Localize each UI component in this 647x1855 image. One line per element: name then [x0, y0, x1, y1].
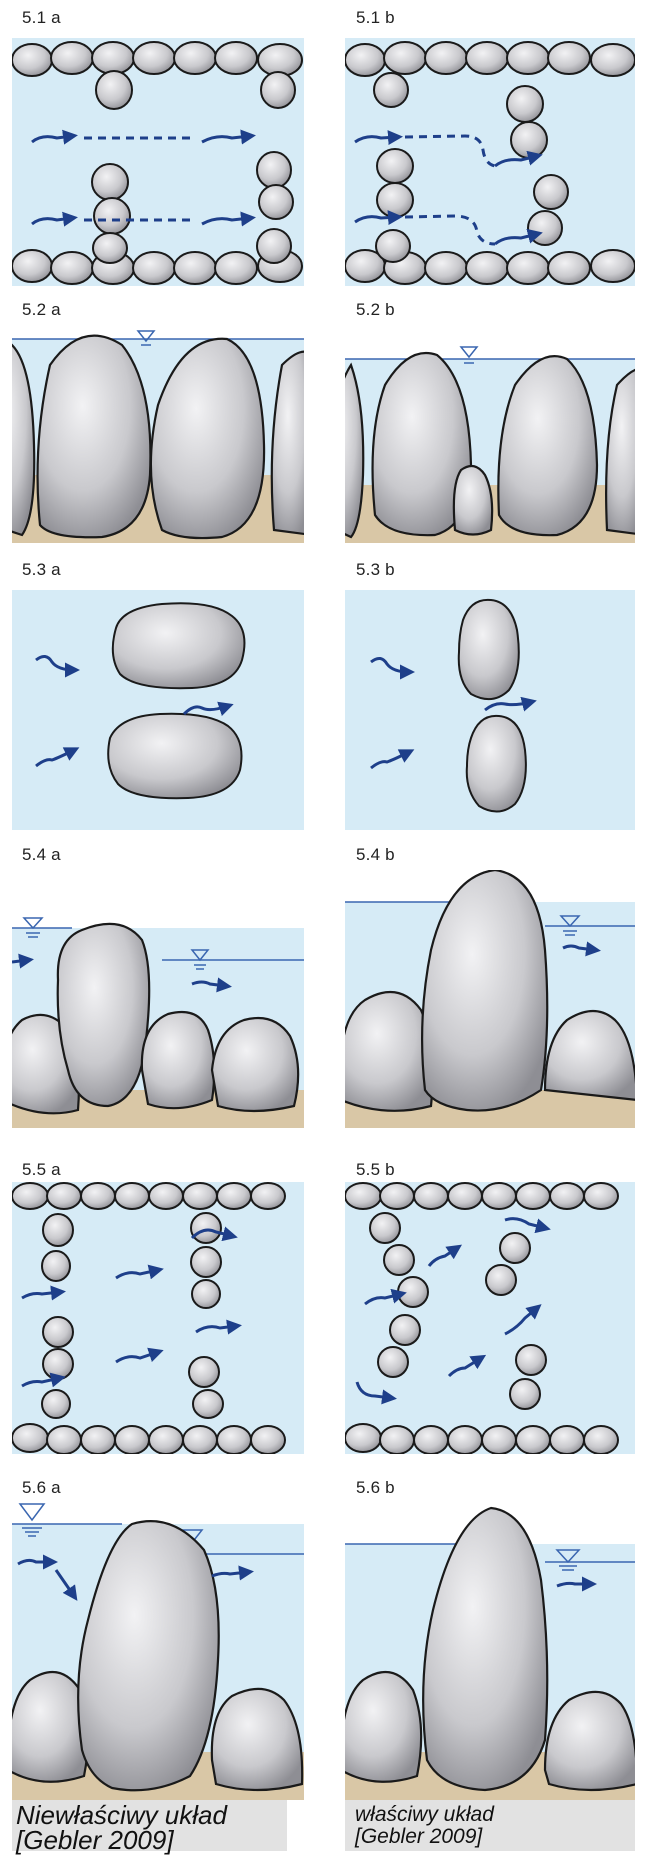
diagram-5-6-b — [345, 1500, 635, 1800]
diagram-5-2-b — [345, 325, 635, 543]
diagram-5-6-a — [12, 1500, 304, 1800]
diagram-5-4-b — [345, 870, 635, 1128]
panel-label-5-6-a: 5.6 a — [22, 1478, 61, 1498]
panel-label-5-3-b: 5.3 b — [356, 560, 395, 580]
caption-right-line2: [Gebler 2009] — [355, 1826, 635, 1848]
caption-right-layout: właściwy układ [Gebler 2009] — [345, 1800, 635, 1851]
caption-wrong-layout: Niewłaściwy układ [Gebler 2009] — [12, 1800, 287, 1851]
panel-label-5-1-a: 5.1 a — [22, 8, 61, 28]
panel-label-5-5-a: 5.5 a — [22, 1160, 61, 1180]
diagram-5-2-a — [12, 325, 304, 543]
panel-label-5-4-b: 5.4 b — [356, 845, 395, 865]
diagram-5-3-b — [345, 590, 635, 830]
diagram-5-1-a — [12, 38, 304, 286]
panel-label-5-3-a: 5.3 a — [22, 560, 61, 580]
diagram-5-1-b — [345, 38, 635, 286]
diagram-5-5-a — [12, 1182, 304, 1454]
caption-wrong-line2: [Gebler 2009] — [16, 1828, 287, 1853]
panel-label-5-4-a: 5.4 a — [22, 845, 61, 865]
diagram-5-3-a — [12, 590, 304, 830]
panel-label-5-2-b: 5.2 b — [356, 300, 395, 320]
diagram-5-5-b — [345, 1182, 635, 1454]
panel-label-5-5-b: 5.5 b — [356, 1160, 395, 1180]
panel-label-5-1-b: 5.1 b — [356, 8, 395, 28]
panel-label-5-6-b: 5.6 b — [356, 1478, 395, 1498]
caption-right-line1: właściwy układ — [355, 1804, 635, 1826]
diagram-5-4-a — [12, 870, 304, 1128]
panel-label-5-2-a: 5.2 a — [22, 300, 61, 320]
